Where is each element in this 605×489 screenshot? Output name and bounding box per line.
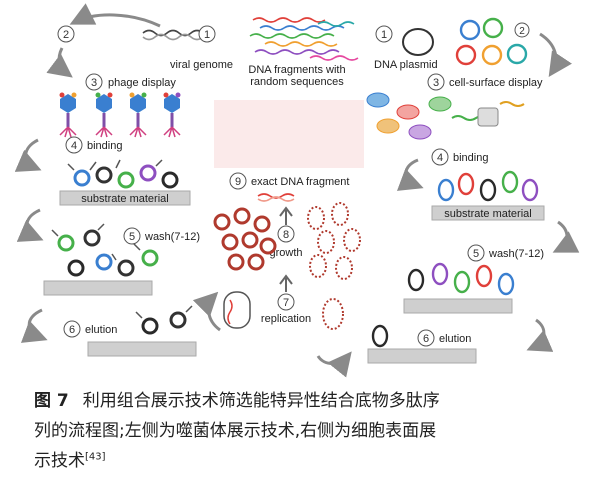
- replicating-cell: [223, 291, 251, 329]
- figure-caption-line-1: 图 7 利用组合展示技术筛选能特异性结合底物多肽序: [34, 386, 594, 416]
- arrow-genome-to-2: [69, 3, 161, 28]
- step-5-right-badge: [467, 244, 485, 262]
- step-1-right-badge: [375, 25, 393, 43]
- step-3-left-badge: [85, 73, 103, 91]
- amplified-cells: [307, 202, 361, 280]
- dna-plasmid-label: DNA plasmid: [374, 59, 438, 71]
- arrow-elution-to-replication: [316, 351, 352, 378]
- substrate-right-elution: [367, 348, 477, 364]
- center-highlight-area: [214, 100, 364, 168]
- caption-text-1: 利用组合展示技术筛选能特异性结合底物多肽序: [82, 391, 440, 411]
- exact-dna-fragment: [257, 193, 295, 202]
- step-1-left: 1: [204, 29, 210, 41]
- step-4-left-badge: [65, 136, 83, 154]
- step-2-right: 2: [519, 26, 525, 37]
- elution-left-label: elution: [85, 324, 117, 336]
- caption-text-2: 列的流程图;左侧为噬菌体展示技术,右侧为细胞表面展: [34, 421, 437, 441]
- arrow-growth-up: [279, 206, 293, 225]
- cell-surface-label: cell-surface display: [449, 77, 543, 89]
- step-3-right: 3: [433, 77, 439, 89]
- figure-caption-line-3: 示技术[43]: [34, 446, 594, 476]
- step-8-badge: [277, 225, 295, 243]
- washed-cells-right: [407, 262, 515, 296]
- caption-reference: [43]: [85, 451, 106, 463]
- arrow-5-to-6-left: [20, 308, 48, 343]
- bound-cells-right: [437, 170, 539, 202]
- cell-vial-icon: [477, 107, 499, 127]
- step-1-right: 1: [381, 29, 387, 41]
- binding-right-label: binding: [453, 152, 488, 164]
- arrow-3-to-4-right: [396, 158, 424, 191]
- viral-genome-dna: [142, 29, 204, 41]
- arrow-replication-up: [279, 274, 293, 292]
- figure-caption-line-2: 列的流程图;左侧为噬菌体展示技术,右侧为细胞表面展: [34, 416, 594, 446]
- random-dna-fragments-right: [309, 21, 359, 61]
- substrate-right-label: substrate material: [444, 208, 531, 220]
- step-4-right: 4: [437, 152, 443, 164]
- step-6-right: 6: [423, 333, 429, 345]
- eluted-phages-left: [135, 305, 193, 335]
- washed-phages-left: [51, 223, 159, 277]
- step-2-left: 2: [63, 29, 69, 41]
- step-8: 8: [283, 229, 289, 241]
- plasmid-library-icon: [455, 17, 528, 66]
- substrate-left-label: substrate material: [81, 193, 168, 205]
- eluted-cell-center: [322, 298, 344, 330]
- step-5-right: 5: [473, 248, 479, 260]
- step-5-left: 5: [129, 231, 135, 243]
- substrate-left-binding: [59, 190, 191, 206]
- arrow-2-to-3-right: [539, 32, 572, 77]
- replication-label: replication: [261, 313, 311, 325]
- step-6-right-badge: [417, 329, 435, 347]
- step-2-right-badge: [514, 22, 530, 38]
- arrow-4-to-5-right: [552, 220, 580, 253]
- step-1-left-badge: [198, 25, 216, 43]
- viral-genome-label: viral genome: [170, 59, 233, 71]
- step-9: 9: [235, 176, 241, 188]
- step-3-right-badge: [427, 73, 445, 91]
- eluted-cells-right: [371, 324, 389, 348]
- step-3-left: 3: [91, 77, 97, 89]
- step-4-right-badge: [431, 148, 449, 166]
- phage-particles: [59, 92, 181, 138]
- elution-right-label: elution: [439, 333, 471, 345]
- figure-number: 图 7: [34, 391, 69, 411]
- step-9-badge: [229, 172, 247, 190]
- step-2-left-badge: [57, 25, 75, 43]
- arrow-4-to-5-left: [16, 208, 44, 242]
- dna-fragments-label-1: DNA fragments with: [248, 64, 345, 76]
- step-6-left-badge: [63, 320, 81, 338]
- substrate-left-wash: [43, 280, 153, 296]
- dna-fragments-label-2: random sequences: [250, 76, 344, 88]
- display-cells: [366, 92, 525, 140]
- wash-left-label: wash(7-12): [144, 231, 200, 243]
- arrow-2-to-3-left: [46, 47, 73, 78]
- binding-left-label: binding: [87, 140, 122, 152]
- step-5-left-badge: [123, 227, 141, 245]
- exact-fragment-label: exact DNA fragment: [251, 176, 349, 188]
- step-4-left: 4: [71, 140, 77, 152]
- selection-flow-diagram: 1 viral genome DNA fragments with random…: [14, 3, 580, 378]
- step-7: 7: [283, 297, 289, 309]
- substrate-right-wash: [403, 298, 513, 314]
- caption-text-3: 示技术: [34, 451, 85, 471]
- wash-right-label: wash(7-12): [488, 248, 544, 260]
- dna-plasmid-icon: [402, 28, 434, 56]
- step-6-left: 6: [69, 324, 75, 336]
- substrate-left-elution: [87, 341, 197, 357]
- substrate-right-binding: [431, 205, 545, 221]
- phage-display-label: phage display: [108, 77, 176, 89]
- arrow-into-replication: [192, 291, 221, 332]
- bound-phages-left: [67, 159, 179, 189]
- arrow-5-to-6-right: [526, 318, 554, 352]
- amplified-phages: [213, 207, 277, 271]
- growth-label: growth: [269, 247, 302, 259]
- random-dna-fragments: [249, 17, 345, 55]
- arrow-3-to-4-left: [14, 138, 42, 172]
- step-7-badge: [277, 293, 295, 311]
